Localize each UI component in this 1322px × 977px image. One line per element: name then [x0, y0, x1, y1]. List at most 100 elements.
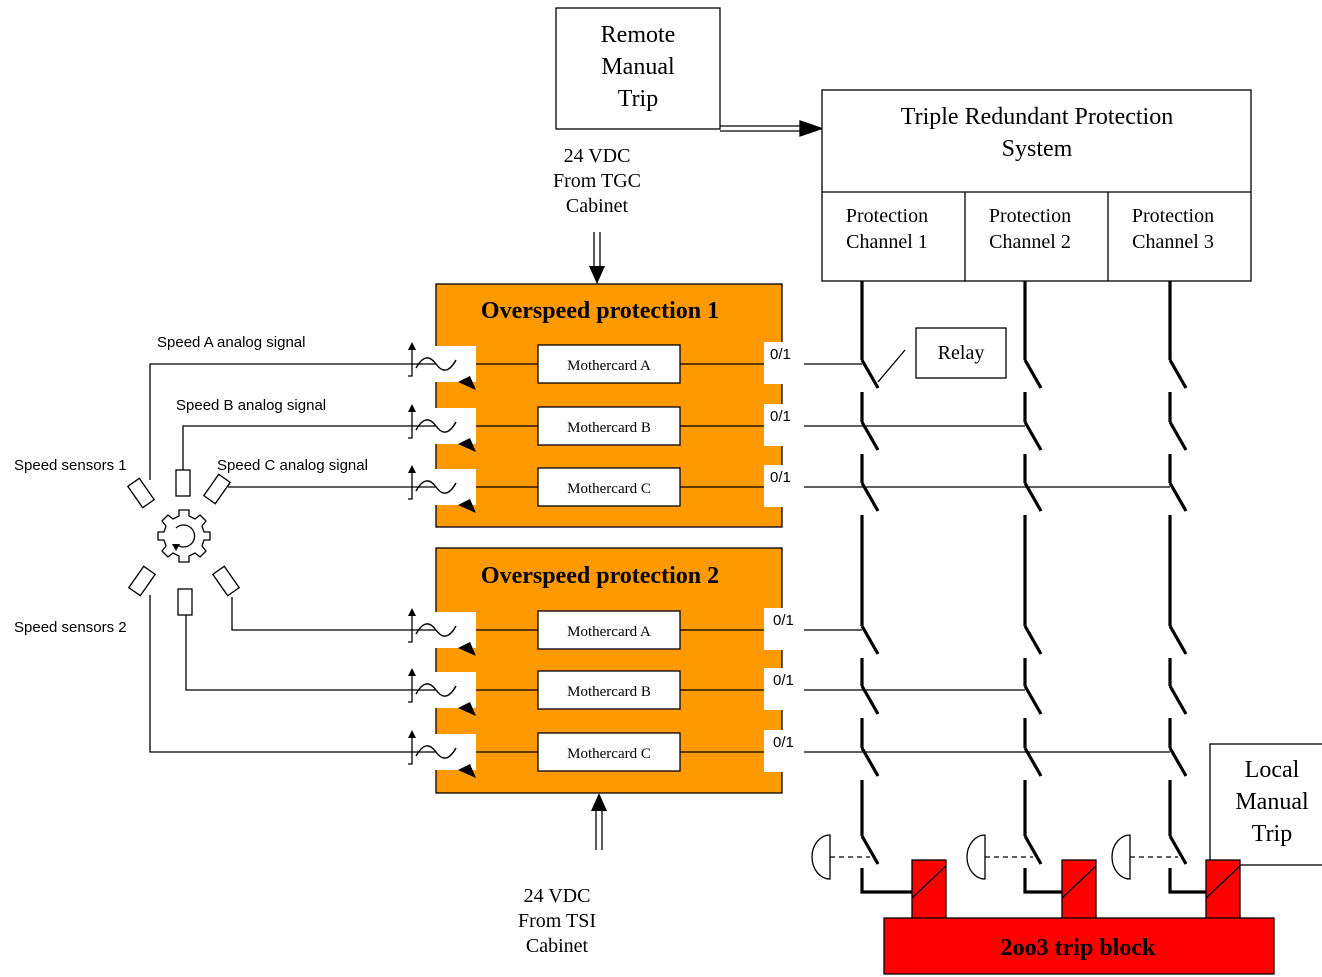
converter-arrow: [408, 410, 413, 439]
switch-blade: [1023, 625, 1043, 655]
trip-block: 2oo3 trip block: [883, 859, 1275, 975]
remote-trip-line1: Remote: [601, 22, 676, 48]
converter-tail: [458, 764, 476, 778]
pushbutton-head: [811, 834, 831, 880]
tsi-line1: 24 VDC: [524, 885, 591, 907]
tsi-supply: 24 VDC From TSI Cabinet: [518, 793, 607, 957]
converter-arrowhead: [408, 608, 416, 616]
switch-blade: [1023, 747, 1043, 777]
switch-blade: [860, 421, 880, 451]
switch-blade: [860, 625, 880, 655]
channel-to-trip: [1023, 868, 1062, 894]
switch-blade: [860, 685, 880, 715]
converter-arrowhead: [408, 730, 416, 738]
converter-tail: [458, 499, 476, 513]
ops1-title: Overspeed protection 1: [481, 298, 719, 324]
mothercard-label: Mothercard C: [567, 481, 651, 497]
channel2-line1: Protection: [989, 205, 1071, 227]
tgc-line2: From TGC: [553, 170, 641, 192]
mothercard-box: [537, 406, 681, 446]
converter-arrowhead: [408, 342, 416, 350]
channel-to-trip: [1168, 868, 1206, 894]
pushbuttons: [811, 834, 1178, 880]
trps-box: Triple Redundant Protection System Prote…: [821, 89, 1252, 282]
switch-blade: [1168, 685, 1188, 715]
channel1-line2: Channel 1: [846, 231, 928, 253]
switch-blade: [1168, 625, 1188, 655]
remote-manual-trip: Remote Manual Trip: [555, 7, 721, 130]
pushbutton-icon: [811, 834, 870, 880]
speed-b-signal-label: Speed B analog signal: [176, 397, 326, 414]
channel-2-line: [1023, 281, 1062, 894]
switch-blade: [1023, 685, 1043, 715]
switch-blade: [860, 835, 880, 865]
converter-tail: [458, 438, 476, 452]
output-tab: [764, 608, 804, 650]
trip-block-label: 2oo3 trip block: [1001, 935, 1156, 961]
converter-tail: [458, 642, 476, 656]
channel3-line2: Channel 3: [1132, 231, 1214, 253]
local-trip-line3: Trip: [1252, 821, 1292, 847]
channel3-line1: Protection: [1132, 205, 1214, 227]
output-label: 0/1: [773, 672, 794, 689]
channel-to-trip: [860, 868, 912, 894]
mothercard-label: Mothercard B: [567, 420, 651, 436]
switch-blade: [1023, 835, 1043, 865]
relay-link: [877, 349, 906, 383]
switch-blade: [860, 747, 880, 777]
converter-arrowhead: [408, 668, 416, 676]
local-trip-line2: Manual: [1235, 789, 1309, 815]
tgc-supply: 24 VDC From TGC Cabinet: [553, 145, 641, 284]
speed-c-signal-label: Speed C analog signal: [217, 457, 368, 474]
mothercard-row: Mothercard B0/1: [408, 404, 804, 452]
speed-sensors: [126, 469, 241, 616]
output-tab: [764, 404, 804, 446]
relay-label: Relay: [938, 342, 985, 364]
switch-blade: [1168, 835, 1188, 865]
speed-sensors-2-label: Speed sensors 2: [14, 619, 127, 636]
relay: Relay: [915, 327, 1007, 379]
tsi-line3: Cabinet: [526, 935, 589, 957]
output-label: 0/1: [770, 469, 791, 486]
switch-blade: [1168, 747, 1188, 777]
gear-icon: [157, 509, 211, 563]
converter-arrow: [408, 736, 413, 765]
converter-arrowhead: [408, 465, 416, 473]
pushbutton-head: [966, 834, 986, 880]
output-label: 0/1: [773, 734, 794, 751]
local-manual-trip: Local Manual Trip: [1209, 743, 1322, 866]
mothercard-row: Mothercard B 0/1: [408, 668, 804, 716]
speed-sensors-1-label: Speed sensors 1: [14, 457, 127, 474]
switch-blade: [1023, 359, 1043, 389]
pushbutton-head: [1111, 834, 1131, 880]
converter-arrow: [408, 348, 413, 377]
speed-a-signal-label: Speed A analog signal: [157, 334, 305, 351]
converter-tail: [458, 702, 476, 716]
mothercard-label: Mothercard A: [567, 624, 651, 640]
mothercard-row: Mothercard C 0/1: [408, 730, 804, 778]
tgc-line1: 24 VDC: [564, 145, 631, 167]
output-tab: [764, 668, 804, 710]
mothercard-label: Mothercard B: [567, 684, 651, 700]
switch-blade: [1168, 359, 1188, 389]
remote-to-trps-arrow: [720, 120, 825, 137]
switch-blade: [1168, 421, 1188, 451]
converter-arrow: [408, 471, 413, 500]
channel-1-line: [860, 281, 912, 894]
sensor-wiring: [149, 363, 436, 753]
switch-blade: [1023, 421, 1043, 451]
channel1-line1: Protection: [846, 205, 928, 227]
converter-arrow: [408, 614, 413, 643]
remote-trip-line3: Trip: [618, 86, 658, 112]
mothercard-box: [537, 344, 681, 384]
trps-title-line1: Triple Redundant Protection: [901, 104, 1173, 130]
channel-3-line: [1168, 281, 1206, 894]
mothercard-label: Mothercard C: [567, 746, 651, 762]
signal-labels: Speed A analog signal Speed B analog sig…: [14, 334, 368, 636]
mothercard-box: [537, 467, 681, 507]
mothercard-row: Mothercard C 0/1: [408, 465, 804, 513]
tsi-line2: From TSI: [518, 910, 596, 932]
remote-trip-line2: Manual: [601, 54, 675, 80]
